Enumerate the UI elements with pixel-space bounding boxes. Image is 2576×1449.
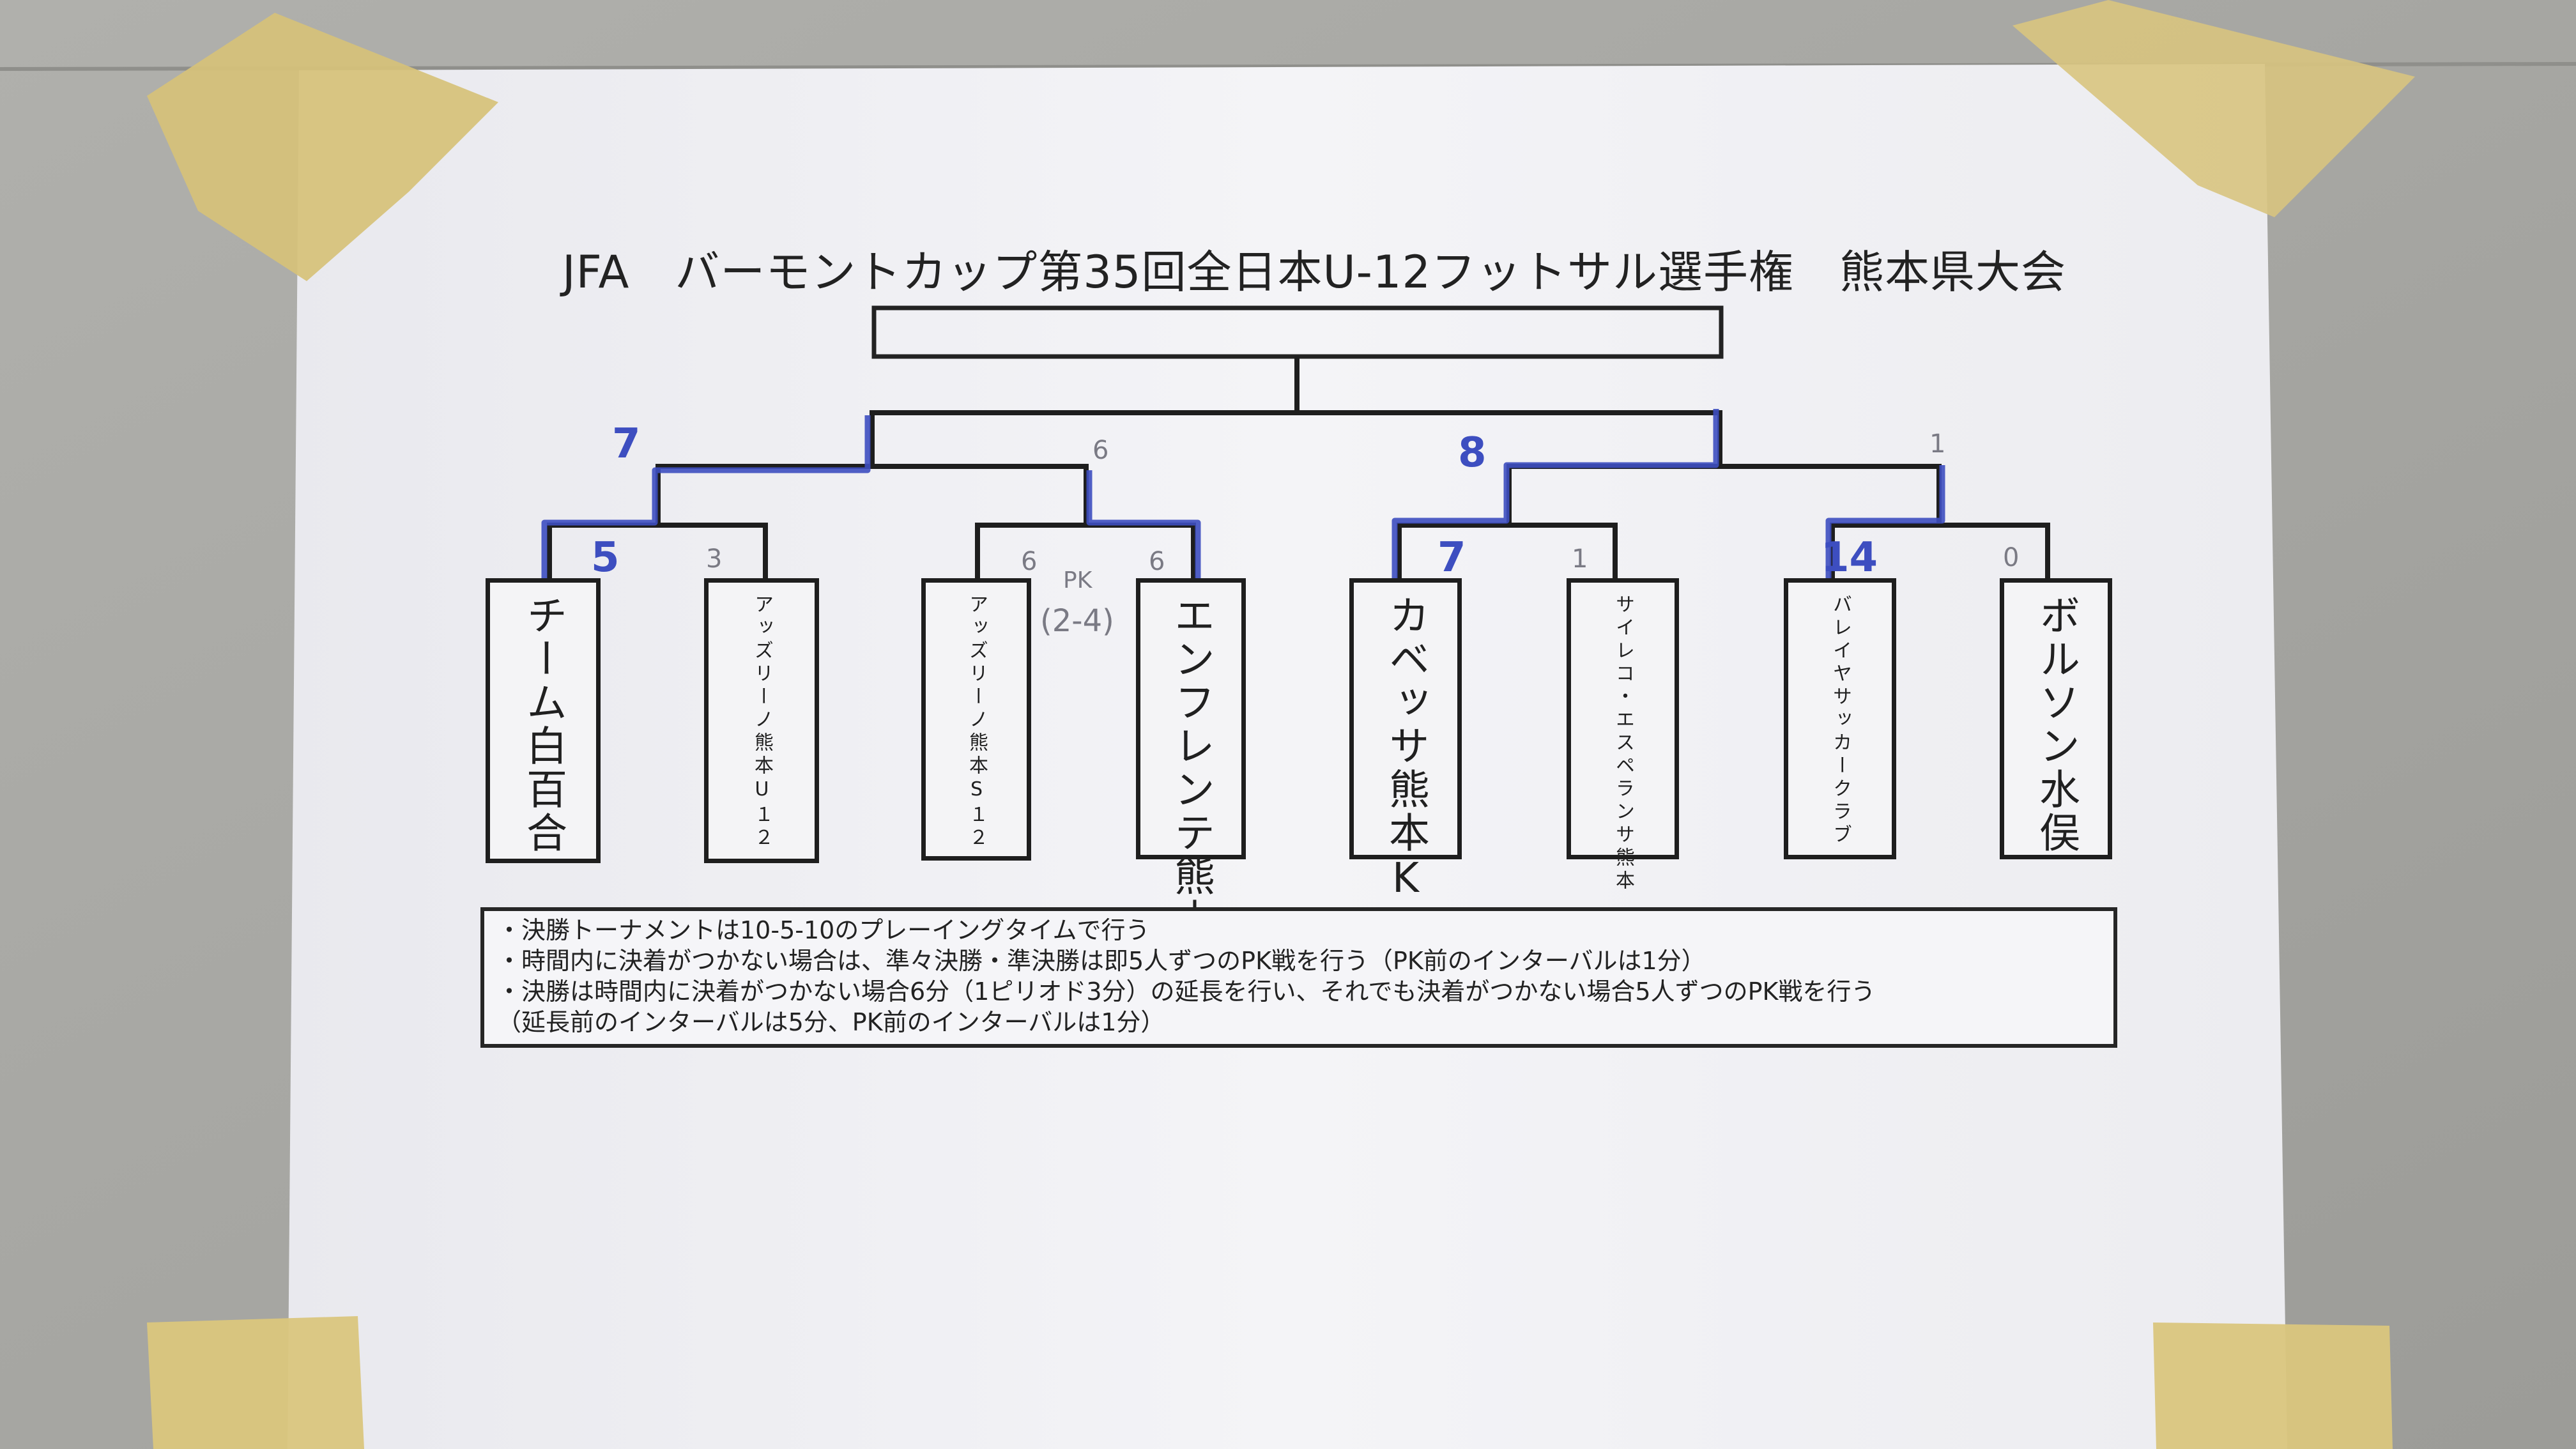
score-team-4: 6	[1149, 547, 1165, 576]
team-box-6: サイレコ・エスペランサ熊本	[1567, 578, 1679, 893]
note-line-4: （延長前のインターバルは5分、PK前のインターバルは1分）	[497, 1008, 1165, 1036]
pk-label: PK	[1063, 567, 1092, 594]
team-name-4: エンフレンテ熊本	[1167, 594, 1215, 942]
score-team-1: 5	[591, 534, 620, 581]
team-box-2: アッズリーノ熊本U１２	[704, 578, 819, 863]
rules-notes-box: ・決勝トーナメントは10-5-10のプレーイングタイムで行う ・時間内に決着がつ…	[480, 907, 2117, 1048]
team-name-6: サイレコ・エスペランサ熊本	[1612, 594, 1634, 893]
tape-top-left	[147, 13, 498, 281]
team-box-1: チーム白百合	[486, 578, 601, 863]
team-box-8: ボルソン水俣	[2000, 578, 2112, 859]
team-name-5: カベッサ熊本K	[1382, 594, 1429, 905]
paper-sheet	[288, 64, 2287, 1449]
semifinal-score-4: 1	[1929, 429, 1946, 459]
semifinal-score-1: 7	[612, 420, 641, 468]
score-team-6: 1	[1572, 544, 1588, 574]
note-line-3: ・決勝は時間内に決着がつかない場合6分（1ピリオド3分）の延長を行い、それでも決…	[497, 977, 1876, 1006]
tape-top-right	[2012, 0, 2415, 217]
score-team-8: 0	[2003, 543, 2020, 572]
team-box-3: アッズリーノ熊本S１２	[921, 578, 1031, 861]
note-line-1: ・決勝トーナメントは10-5-10のプレーイングタイムで行う	[497, 916, 1150, 944]
team-name-1: チーム白百合	[519, 594, 567, 855]
team-name-2: アッズリーノ熊本U１２	[751, 594, 773, 850]
score-team-3: 6	[1021, 547, 1038, 576]
score-team-5: 7	[1438, 534, 1466, 581]
tournament-title: JFA バーモントカップ第35回全日本U-12フットサル選手権 熊本県大会	[562, 246, 2067, 298]
score-team-2: 3	[706, 544, 723, 574]
pk-score: (2-4)	[1040, 603, 1114, 639]
semifinal-score-3: 8	[1458, 429, 1487, 477]
team-name-7: バレイヤサッカークラブ	[1829, 594, 1851, 847]
team-box-4: エンフレンテ熊本	[1136, 578, 1246, 942]
note-line-2: ・時間内に決着がつかない場合は、準々決勝・準決勝は即5人ずつのPK戦を行う（PK…	[497, 947, 1706, 975]
tape-bottom-right	[2153, 1322, 2393, 1449]
team-row: チーム白百合 アッズリーノ熊本U１２ アッズリーノ熊本S１２ エンフレンテ熊本 …	[0, 578, 2576, 942]
winner-marker-lines	[541, 409, 1945, 580]
team-box-7: バレイヤサッカークラブ	[1784, 578, 1896, 859]
team-box-5: カベッサ熊本K	[1349, 578, 1462, 905]
score-team-7: 14	[1821, 534, 1878, 581]
team-name-8: ボルソン水俣	[2032, 594, 2080, 855]
team-name-3: アッズリーノ熊本S１２	[965, 594, 988, 850]
semifinal-score-2: 6	[1092, 436, 1109, 465]
tape-bottom-left	[147, 1316, 364, 1449]
